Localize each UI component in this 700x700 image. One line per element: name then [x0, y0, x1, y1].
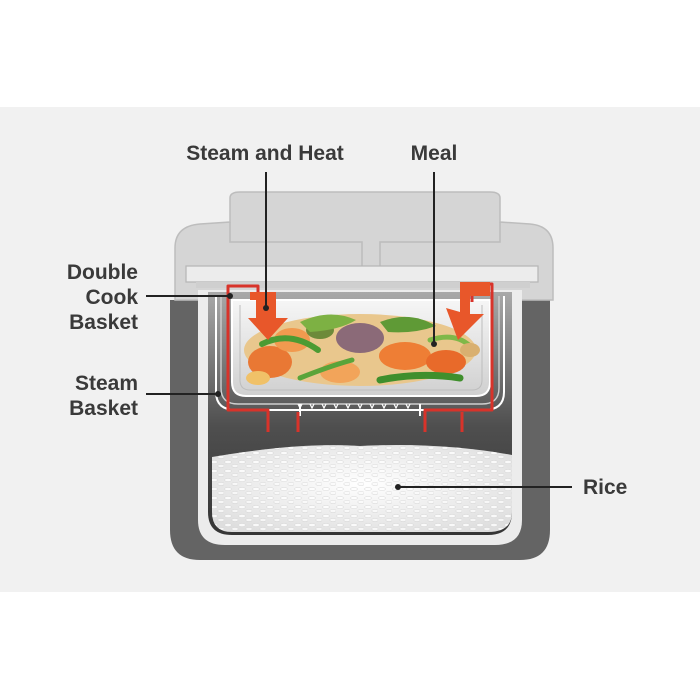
label-double-cook-basket-line-2: Cook — [86, 286, 139, 309]
label-steam-basket-line-1: Steam — [75, 372, 138, 395]
label-double-cook-basket-line-3: Basket — [69, 311, 138, 334]
label-double-cook-basket-line-1: Double — [67, 261, 138, 284]
cooker-lid — [175, 192, 553, 300]
label-steam-basket-line-2: Basket — [69, 397, 138, 420]
rice-layer — [212, 445, 512, 532]
label-steam-and-heat: Steam and Heat — [186, 142, 344, 165]
label-meal: Meal — [411, 142, 458, 165]
label-rice: Rice — [583, 476, 627, 499]
